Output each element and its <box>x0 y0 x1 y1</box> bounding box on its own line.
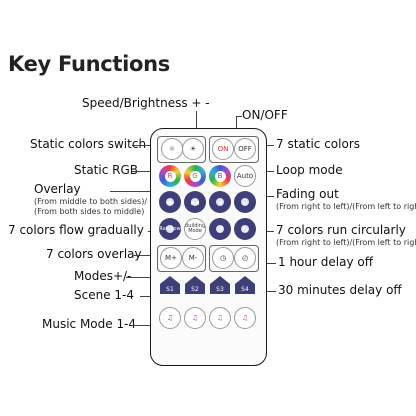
sun-icon: ☼ <box>168 145 176 153</box>
thirty-minute-timer-button[interactable]: ◴ <box>234 247 256 269</box>
label-static-rgb: Static RGB <box>74 163 138 177</box>
leader-line <box>140 296 158 297</box>
label-run-sub: (From right to left)/(From left to right… <box>276 237 416 247</box>
r-label: R <box>164 170 176 182</box>
label-flow-gradually: 7 colors flow gradually <box>8 223 144 237</box>
music-mode-3-button[interactable]: ♫ <box>209 307 231 329</box>
mode-plus-button[interactable]: M+ <box>160 247 182 269</box>
label-seven-static-colors: 7 static colors <box>276 137 361 151</box>
music-mode-2-button[interactable]: ♫ <box>184 307 206 329</box>
music-mode-4-button[interactable]: ♫ <box>234 307 256 329</box>
arrows-in-icon: ▸◂ <box>190 197 200 207</box>
auto-button[interactable]: Auto <box>234 165 256 187</box>
label-static-colors-switch: Static colors switch <box>30 137 147 151</box>
leader-line <box>262 145 274 146</box>
label-fading-out: Fading out (From right to left)/(From le… <box>276 187 416 212</box>
scene-4-label: S4 <box>241 286 249 293</box>
label-loop-mode: Loop mode <box>276 163 343 177</box>
scene-2-label: S2 <box>191 286 199 293</box>
fading-right-left-button[interactable]: ◂ <box>209 191 231 213</box>
music-note-icon: ♫ <box>216 314 224 322</box>
label-fading-sub: (From right to left)/(From left to right… <box>276 201 416 211</box>
label-overlay-sub2: (From both sides to middle) <box>34 206 145 216</box>
label-modes: Modes+/- <box>74 269 132 283</box>
leader-line <box>132 255 158 256</box>
leader-line <box>132 145 162 146</box>
static-color-r-button[interactable]: R <box>159 165 181 187</box>
label-overlay-sub1: (From middle to both sides)/ <box>34 196 148 206</box>
overlay-sides-button[interactable]: ▸◂ <box>184 191 206 213</box>
run-left-right-button[interactable]: ↻ <box>234 218 256 240</box>
rotate-left-icon: ↺ <box>216 224 224 234</box>
clock-icon: ◴ <box>241 254 249 262</box>
scene-2-button[interactable]: S2 <box>184 275 206 295</box>
scene-3-label: S3 <box>216 286 224 293</box>
label-overlay-title: Overlay <box>34 182 81 196</box>
scene-1-button[interactable]: S1 <box>159 275 181 295</box>
music-note-icon: ♫ <box>166 314 174 322</box>
scene-4-button[interactable]: S4 <box>234 275 256 295</box>
rainbow-label: Rainbow <box>159 226 181 232</box>
arrows-out-icon: ◂▸ <box>165 197 175 207</box>
overlay-middle-button[interactable]: ◂▸ <box>159 191 181 213</box>
label-fading-title: Fading out <box>276 187 339 201</box>
leader-line <box>236 116 237 134</box>
label-run-title: 7 colors run circularly <box>276 223 406 237</box>
label-scene: Scene 1-4 <box>74 288 134 302</box>
run-right-left-button[interactable]: ↺ <box>209 218 231 240</box>
remote-control: ☼ ☀ ON OFF R G B Auto ◂▸ ▸◂ ◂ ▸ Rainbow … <box>150 128 267 366</box>
arrow-right-icon: ▸ <box>242 197 247 207</box>
g-label: G <box>189 170 201 182</box>
scene-1-label: S1 <box>166 286 174 293</box>
static-color-g-button[interactable]: G <box>184 165 206 187</box>
modes-group <box>157 245 206 272</box>
music-note-icon: ♫ <box>191 314 199 322</box>
label-music-mode: Music Mode 1-4 <box>42 317 137 331</box>
on-button[interactable]: ON <box>212 138 234 160</box>
building-mode-button[interactable]: Building Mode <box>184 218 206 240</box>
timer-group <box>209 245 259 272</box>
static-color-b-button[interactable]: B <box>209 165 231 187</box>
label-one-hour-delay: 1 hour delay off <box>278 255 373 269</box>
leader-line <box>126 277 158 278</box>
label-colors-overlay: 7 colors overlay <box>46 247 142 261</box>
off-button[interactable]: OFF <box>234 138 256 160</box>
brightness-button[interactable]: ☀ <box>182 138 204 160</box>
rotate-right-icon: ↻ <box>241 224 249 234</box>
label-thirty-minutes-delay: 30 minutes delay off <box>278 283 402 297</box>
scene-3-button[interactable]: S3 <box>209 275 231 295</box>
label-overlay: Overlay (From middle to both sides)/ (Fr… <box>34 182 148 217</box>
one-hour-timer-button[interactable]: ◷ <box>212 247 234 269</box>
leader-line <box>236 116 242 117</box>
label-on-off: ON/OFF <box>242 108 288 122</box>
power-group <box>209 136 259 163</box>
rainbow-button[interactable]: Rainbow <box>159 218 181 240</box>
music-note-icon: ♫ <box>241 314 249 322</box>
leader-line <box>132 325 158 326</box>
leader-line <box>110 191 158 192</box>
speed-brightness-group <box>157 136 206 163</box>
b-label: B <box>214 170 226 182</box>
label-run-circularly: 7 colors run circularly (From right to l… <box>276 223 416 248</box>
mode-minus-button[interactable]: M- <box>182 247 204 269</box>
leader-line <box>132 171 160 172</box>
clock-icon: ◷ <box>219 254 227 262</box>
speed-up-button[interactable]: ☼ <box>161 138 183 160</box>
label-speed-brightness: Speed/Brightness + - <box>82 96 210 110</box>
music-mode-1-button[interactable]: ♫ <box>159 307 181 329</box>
leader-line <box>196 111 197 133</box>
page-title: Key Functions <box>8 52 171 76</box>
arrow-left-icon: ◂ <box>217 197 222 207</box>
sun-icon: ☀ <box>189 145 197 153</box>
fading-left-right-button[interactable]: ▸ <box>234 191 256 213</box>
